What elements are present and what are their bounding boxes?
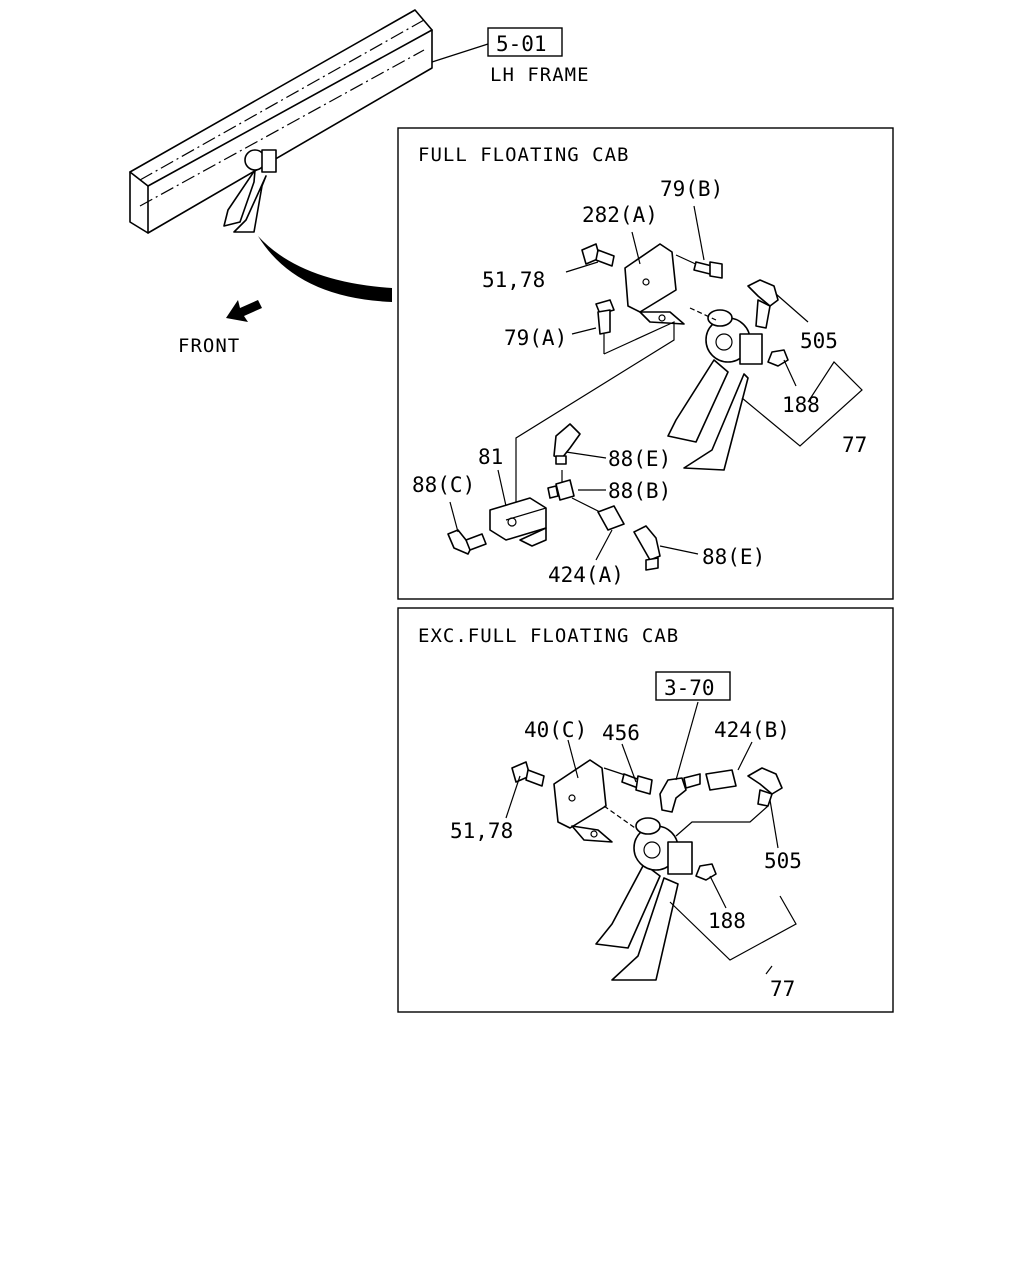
bolt-79a <box>595 299 615 354</box>
bracket-282a <box>624 243 677 313</box>
callout-424b: 424(B) <box>714 718 790 742</box>
elbow-505 <box>747 279 779 329</box>
elbow-3-70 <box>659 773 701 813</box>
block-81 <box>489 497 547 547</box>
bolt-456 <box>603 767 653 795</box>
front-label: FRONT <box>178 335 240 357</box>
bolt-79b <box>675 254 723 279</box>
callout-282a: 282(A) <box>582 203 658 227</box>
tee-88b <box>547 470 601 513</box>
callout-88b: 88(B) <box>608 479 671 503</box>
ref-3-70: 3-70 <box>664 676 715 700</box>
horn-77-lower <box>595 817 693 981</box>
bolt-51-78-lower <box>511 761 545 787</box>
callout-424a: 424(A) <box>548 563 624 587</box>
frame-ref: 5-01 <box>496 32 547 56</box>
elbow-88e-lower <box>633 525 661 571</box>
callout-456: 456 <box>602 721 640 745</box>
callout-88c: 88(C) <box>412 473 475 497</box>
nut-188-lower <box>695 863 717 881</box>
callout-505: 505 <box>800 329 838 353</box>
panel-full-floating-cab: FULL FLOATING CAB <box>397 127 894 600</box>
callout-188-lower: 188 <box>708 909 746 933</box>
callout-81: 81 <box>478 445 503 469</box>
frame-horn-icon <box>223 149 277 233</box>
elbow-88c <box>447 529 487 555</box>
bracket-40c <box>553 759 607 829</box>
frame-label: LH FRAME <box>490 64 590 86</box>
callout-79a: 79(A) <box>504 326 567 350</box>
callout-88e-upper: 88(E) <box>608 447 671 471</box>
callout-77-lower: 77 <box>770 977 795 1001</box>
callout-40c: 40(C) <box>524 718 587 742</box>
nut-188 <box>767 349 789 367</box>
callout-51-78: 51,78 <box>482 268 545 292</box>
callout-79b: 79(B) <box>660 177 723 201</box>
callout-51-78-lower: 51,78 <box>450 819 513 843</box>
lh-frame-rail <box>129 9 489 234</box>
ref-box-3-70 <box>655 671 731 701</box>
elbow-88e-upper <box>553 423 581 465</box>
horn-77 <box>667 309 763 471</box>
panel-exc-full-floating-cab: EXC.FULL FLOATING CAB 3-70 <box>397 607 894 1013</box>
callout-88e-lower: 88(E) <box>702 545 765 569</box>
union-424b <box>705 769 737 791</box>
bolt-51-78 <box>581 243 615 267</box>
union-424a <box>597 505 625 531</box>
detail-pointer-arrow <box>258 236 392 302</box>
panel-bottom-title: EXC.FULL FLOATING CAB <box>418 625 679 647</box>
frame-ref-box: 5-01 <box>487 27 563 57</box>
callout-77: 77 <box>842 433 867 457</box>
callout-505-lower: 505 <box>764 849 802 873</box>
front-arrow-icon <box>226 300 262 322</box>
panel-top-title: FULL FLOATING CAB <box>418 144 629 166</box>
elbow-505-lower <box>747 767 783 807</box>
callout-188: 188 <box>782 393 820 417</box>
